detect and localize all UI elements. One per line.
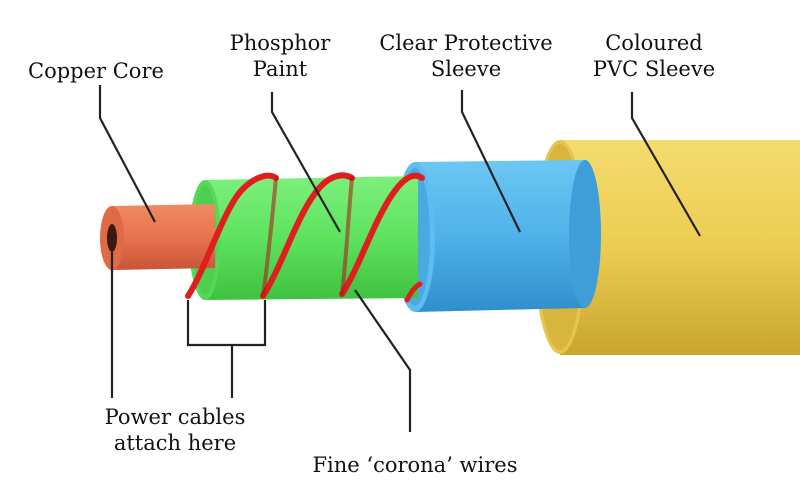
leader-copper-core (98, 85, 156, 223)
corona-wire-back-turns (261, 176, 354, 298)
clear-protective-sleeve (395, 160, 601, 312)
label-pvc-sleeve: Coloured PVC Sleeve (592, 31, 716, 81)
leader-lines (98, 85, 701, 432)
bracket-power-cables (186, 300, 267, 398)
corona-wire-helix (185, 172, 425, 303)
leader-phosphor-paint (270, 92, 341, 233)
leader-clear-sleeve (460, 90, 521, 233)
label-power-cables: Power cables attach here (104, 405, 246, 455)
label-corona-wires: Fine ‘corona’ wires (312, 453, 518, 477)
leader-pvc-sleeve (630, 92, 701, 237)
phosphor-paint-layer (189, 176, 418, 300)
leader-corona-wires (354, 289, 412, 432)
label-clear-protective-sleeve: Clear Protective Sleeve (379, 31, 553, 81)
copper-core (100, 204, 215, 270)
label-copper-core: Copper Core (28, 59, 164, 83)
label-phosphor-paint: Phosphor Paint (229, 31, 331, 81)
